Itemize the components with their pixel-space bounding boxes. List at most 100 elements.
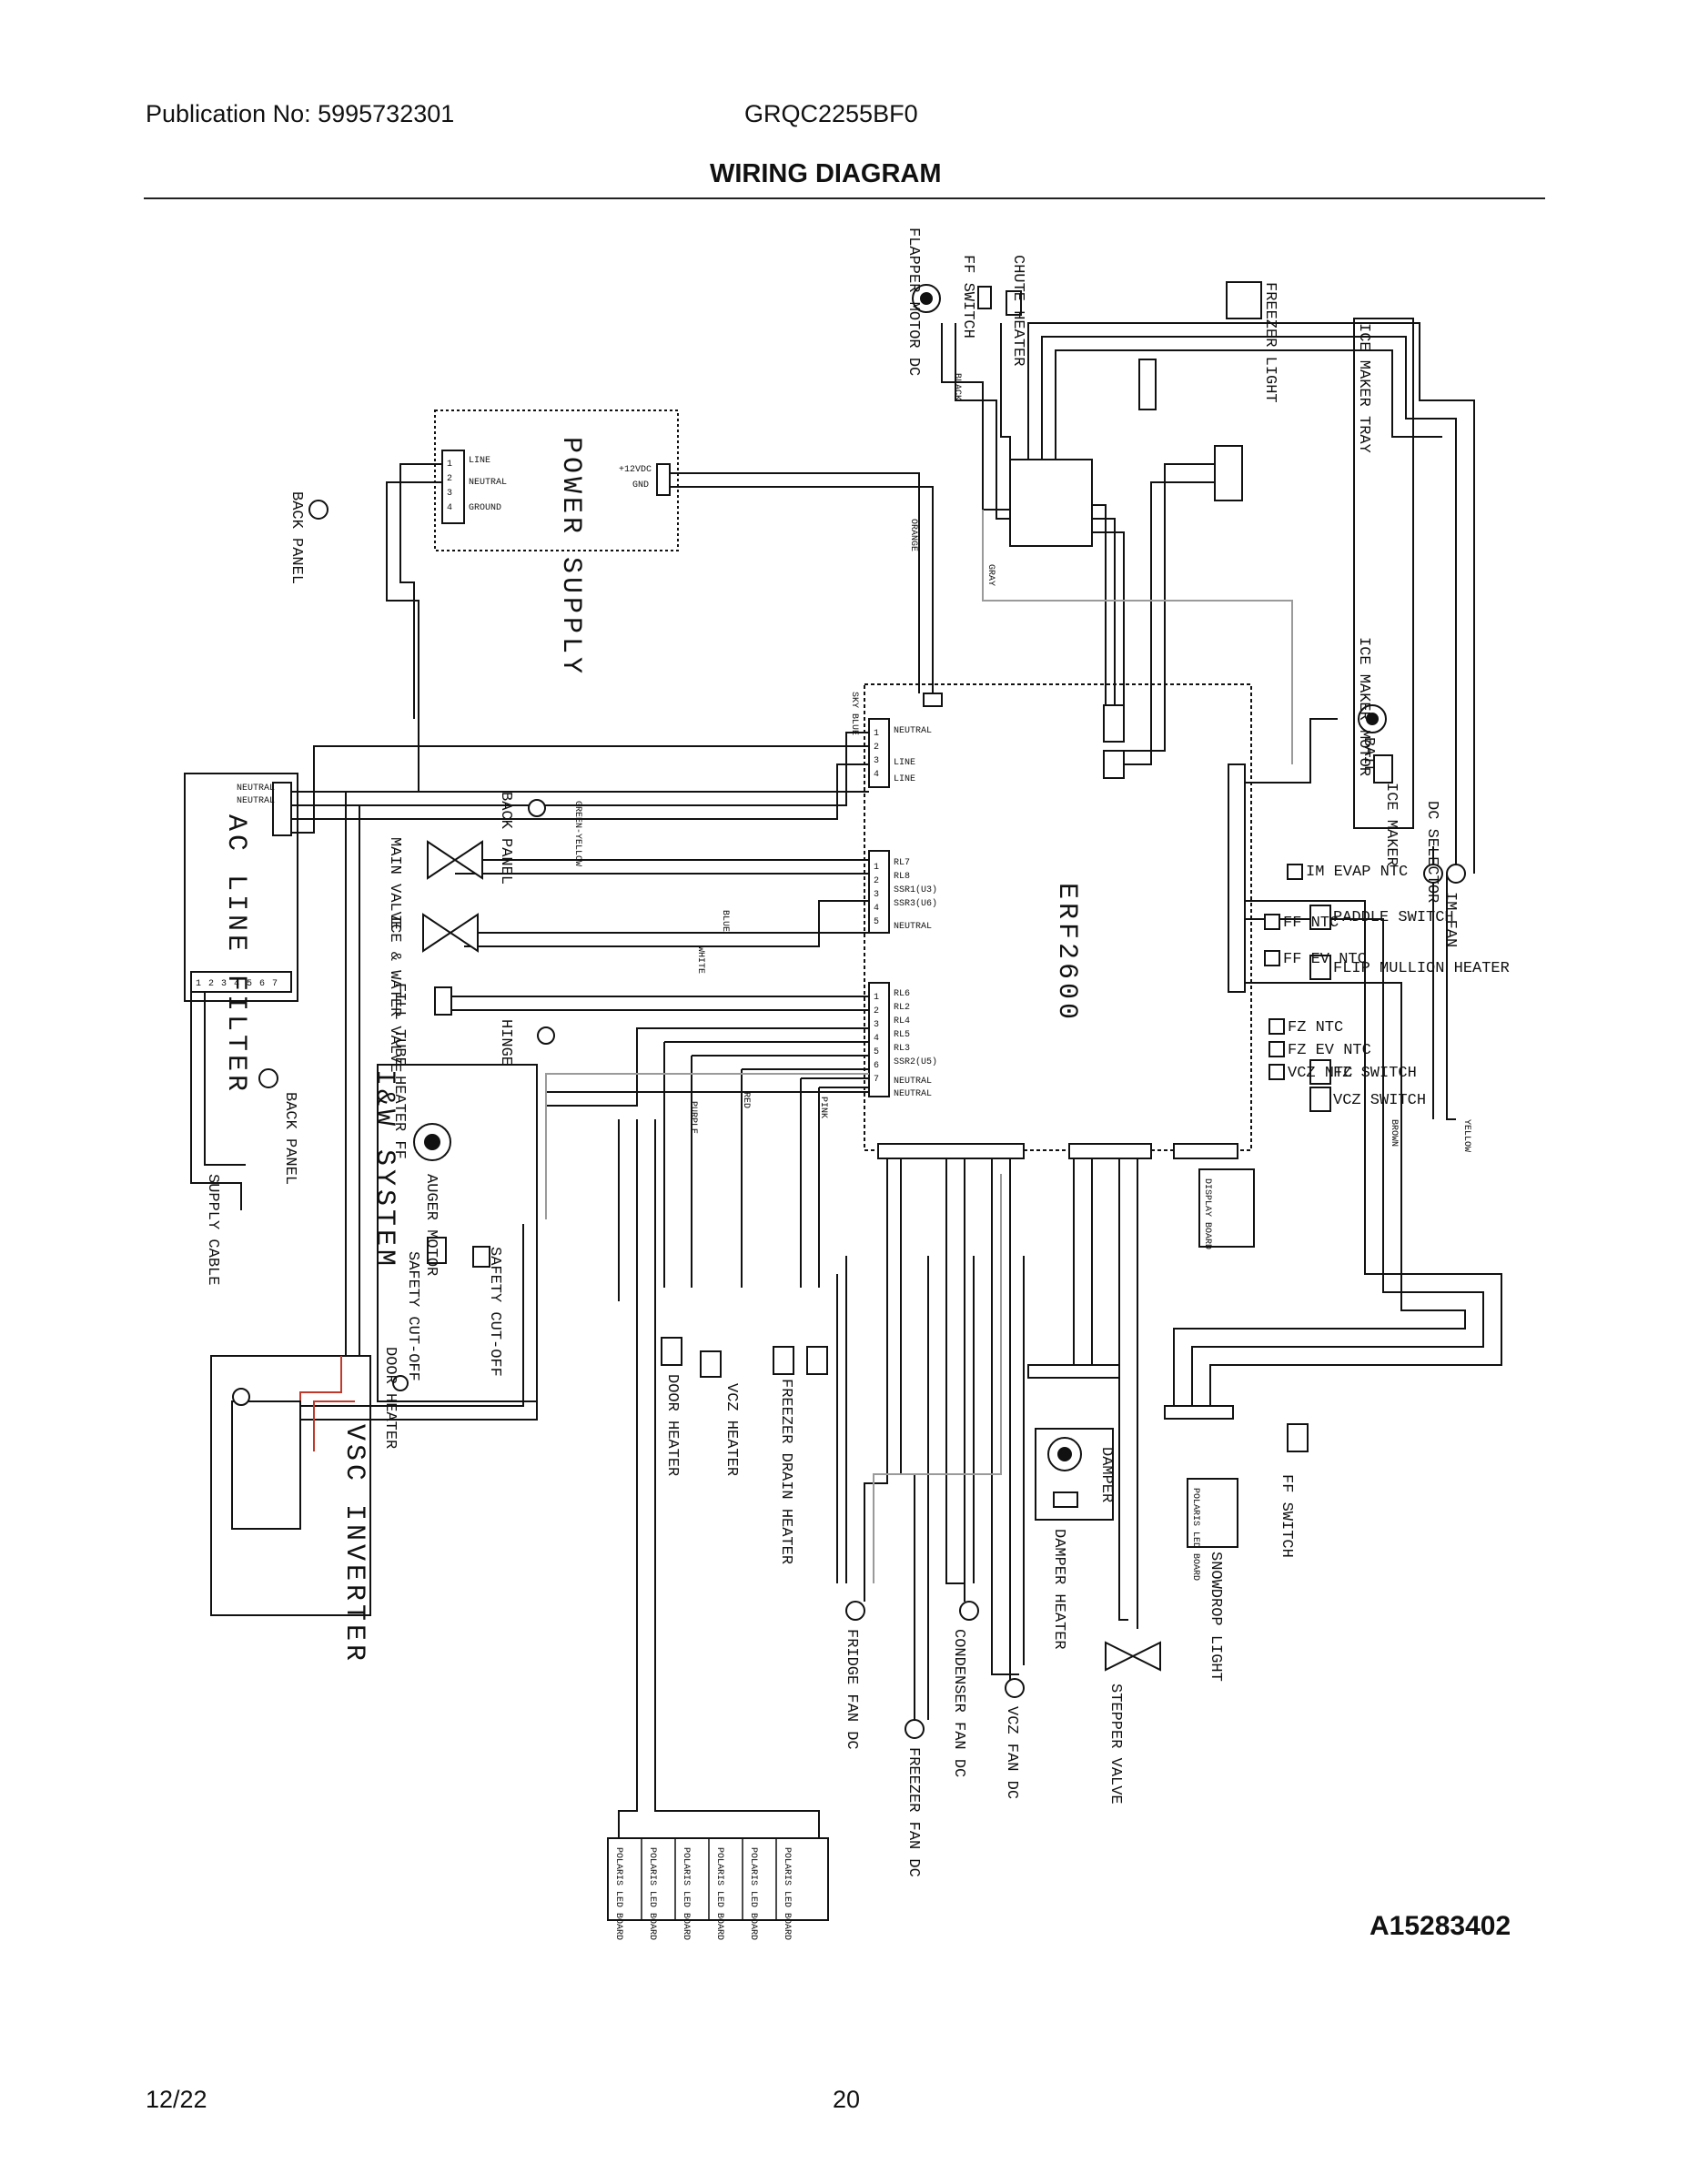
svg-text:2: 2 xyxy=(874,876,879,886)
led-board-label-1: POLARIS LED BOARD xyxy=(613,1847,623,1940)
fill-tube-heater-label: FILL TUBE HEATER FF xyxy=(390,983,408,1159)
wire-top-2 xyxy=(1041,336,1457,874)
back-panel-label: BACK PANEL xyxy=(288,491,305,584)
wire-fan-1 xyxy=(864,1158,888,1602)
model-number: GRQC2255BF0 xyxy=(744,100,918,127)
wire-fan-3 xyxy=(945,1158,965,1584)
fz-ev-ntc-label: FZ EV NTC xyxy=(1288,1042,1371,1059)
condenser-fan-label: CONDENSER FAN DC xyxy=(950,1629,967,1777)
wire-ps-neutral xyxy=(386,481,442,792)
wire-tag-blue: BLUE xyxy=(720,910,730,932)
wire-tag-pink: PINK xyxy=(818,1097,828,1118)
flapper-motor-label: FLAPPER MOTOR DC xyxy=(905,228,922,376)
svg-text:1: 1 xyxy=(874,863,879,873)
wire-fan-2 xyxy=(900,1158,915,1720)
red-wire-1 xyxy=(299,1356,342,1451)
svg-text:2: 2 xyxy=(874,743,879,753)
wire-right-1 xyxy=(1245,718,1338,784)
wire-heater-c xyxy=(741,1068,869,1288)
svg-text:5: 5 xyxy=(247,979,252,989)
ice-maker-tray-box xyxy=(1353,318,1414,829)
snowdrop-board-label: POLARIS LED BOARD xyxy=(1190,1488,1200,1581)
vcz-heater-icon xyxy=(700,1350,722,1378)
back-panel-ground-3-icon xyxy=(258,1068,278,1088)
vcz-ntc-label: VCZ NTC xyxy=(1288,1065,1352,1082)
ff-switch-icon xyxy=(1287,1423,1309,1452)
fz-ev-ntc-icon xyxy=(1269,1041,1285,1057)
led-board-label-3: POLARIS LED BOARD xyxy=(681,1847,691,1940)
board-pin-rl4: RL4 xyxy=(894,1016,910,1026)
condenser-fan-icon xyxy=(959,1601,979,1621)
power-supply-label: POWER SUPPLY xyxy=(555,437,586,677)
board-pin-line-1: LINE xyxy=(894,758,915,768)
board-pin-ssr1: SSR1(U3) xyxy=(894,885,937,895)
flip-mullion-heater-icon xyxy=(1309,955,1331,980)
vcz-switch-label: VCZ SWITCH xyxy=(1333,1092,1426,1109)
vsc-inverter-box xyxy=(210,1355,371,1616)
im-evap-ntc-icon xyxy=(1287,864,1303,880)
svg-text:2: 2 xyxy=(208,979,214,989)
svg-text:7: 7 xyxy=(272,979,278,989)
document-number: A15283402 xyxy=(1370,1911,1511,1941)
publication-number: Publication No: 5995732301 xyxy=(146,100,455,127)
chute-heater-label: CHUTE HEATER xyxy=(1009,255,1026,366)
ff-switch-top-icon xyxy=(977,286,992,309)
ps-pin-12v: +12VDC xyxy=(619,465,652,475)
board-conn-j2 xyxy=(868,850,890,934)
led-board-label-2: POLARIS LED BOARD xyxy=(647,1847,657,1940)
svg-text:1: 1 xyxy=(196,979,201,989)
wire-tag-black: BLACK xyxy=(952,373,962,400)
led-board-array xyxy=(607,1837,829,1921)
wire-fan-5 xyxy=(991,1158,1019,1675)
wire-fridge-fan xyxy=(836,1256,847,1583)
svg-text:7: 7 xyxy=(874,1075,879,1085)
svg-text:2: 2 xyxy=(447,474,452,484)
board-conn-j15 xyxy=(1103,750,1125,779)
board-pin-rl7: RL7 xyxy=(894,858,910,868)
back-panel-ground-2-icon xyxy=(528,799,546,817)
svg-text:2: 2 xyxy=(874,1006,879,1016)
svg-text:4: 4 xyxy=(447,503,452,513)
ff-ev-ntc-label: FF EV NTC xyxy=(1283,951,1367,968)
svg-text:3: 3 xyxy=(874,1020,879,1030)
wire-ps-line xyxy=(399,463,442,719)
damper-heater-icon xyxy=(1053,1491,1078,1508)
ps-pin-neutral: NEUTRAL xyxy=(469,478,507,488)
fz-ntc-label: FZ NTC xyxy=(1288,1019,1343,1036)
freezer-fan-label: FREEZER FAN DC xyxy=(905,1747,922,1877)
damper-box xyxy=(1035,1428,1114,1521)
main-board-label: ERF2600 xyxy=(1051,883,1082,1023)
ice-maker-label: ICE MAKER xyxy=(1382,783,1400,866)
ac-filter-label: AC LINE FILTER xyxy=(220,814,251,1095)
board-conn-bottom-mid xyxy=(1068,1143,1152,1159)
wire-ui-1 xyxy=(1092,504,1107,705)
filter-connector-top xyxy=(272,782,292,836)
board-pin-rl6: RL6 xyxy=(894,989,910,999)
freezer-drain-heater-label: FREEZER DRAIN HEATER xyxy=(777,1379,794,1564)
board-pin-neutral-4: NEUTRAL xyxy=(894,1089,932,1099)
hinge-ground-icon xyxy=(537,1026,555,1045)
svg-text:1: 1 xyxy=(874,729,879,739)
vsc-inverter-label: VSC INVERTER xyxy=(339,1424,369,1664)
wire-tag-red: RED xyxy=(741,1092,751,1108)
auger-motor-label: AUGER MOTOR xyxy=(422,1174,440,1276)
supply-cable-label: SUPPLY CABLE xyxy=(204,1174,221,1285)
wire-filter-3 xyxy=(291,763,869,820)
wire-top-6 xyxy=(1000,323,1011,460)
damper-label: DAMPER xyxy=(1097,1447,1115,1502)
hinge-label: HINGE xyxy=(497,1019,514,1066)
im-fan-label: IM FAN xyxy=(1441,892,1459,947)
fridge-fan-label: FRIDGE FAN DC xyxy=(843,1629,860,1750)
footer-page: 20 xyxy=(833,2086,861,2113)
svg-text:4: 4 xyxy=(874,1034,879,1044)
safety-cutoff-1-label: SAFETY CUT-OFF xyxy=(404,1251,421,1381)
wire-tag-purple: PURPLE xyxy=(688,1101,698,1134)
stepper-valve-icon xyxy=(1105,1641,1161,1672)
flip-mullion-heater-label: FLIP MULLION HEATER xyxy=(1333,960,1510,977)
wire-tag-gray: GRAY xyxy=(986,564,996,586)
wire-right-2 xyxy=(1209,900,1502,1406)
wire-valve-4 xyxy=(464,900,869,947)
board-pin-neutral: NEUTRAL xyxy=(894,726,932,736)
wire-heater-b xyxy=(691,1055,869,1288)
vsc-inverter-board xyxy=(231,1400,301,1530)
